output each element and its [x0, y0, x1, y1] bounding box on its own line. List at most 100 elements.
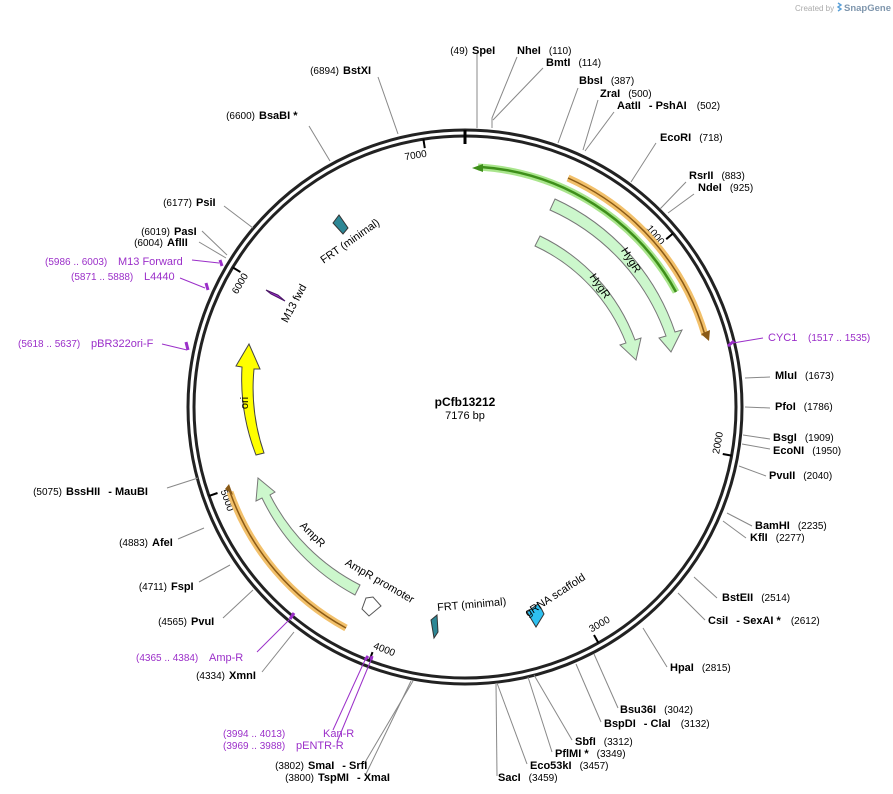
site-position: (3042): [664, 705, 693, 716]
ampr-band-line: [229, 491, 347, 629]
primer-position: (5618 .. 5637): [18, 339, 80, 350]
site-position: (49): [450, 46, 468, 57]
site-label: HpaI(2815): [670, 662, 731, 674]
site-leader-line: [495, 682, 498, 777]
site-label: ZraI(500): [600, 88, 652, 100]
site-label: BmtI(114): [546, 57, 601, 69]
site-position: (5075): [33, 487, 62, 498]
ampr-band-head: [225, 484, 233, 495]
frt-label-bottom: FRT (minimal): [437, 596, 507, 614]
site-lines: [166, 54, 771, 777]
tick-label: 2000: [711, 431, 726, 455]
site-label: (3802)SmaI- SrfI: [275, 760, 367, 772]
site-name: PsiI: [196, 197, 216, 209]
site-name: PasI: [174, 226, 197, 238]
site-position: (4334): [196, 671, 225, 682]
hygr-arrow-outer: [549, 198, 683, 353]
primer-name: CYC1: [768, 332, 797, 344]
site-label: (4883)AfeI: [119, 537, 173, 549]
tick-mark: [208, 492, 218, 497]
m13-label: M13 fwd: [279, 282, 309, 324]
site-name: CsiI: [708, 615, 728, 627]
site-position: (3349): [597, 749, 626, 760]
site-name: AfeI: [152, 537, 173, 549]
site-position: (4565): [158, 617, 187, 628]
tick-mark: [665, 232, 674, 240]
primer-position: (3994 .. 4013): [223, 729, 285, 740]
site-leader-line: [377, 76, 399, 135]
plasmid-length: 7176 bp: [445, 410, 485, 422]
site-label: EcoRI(718): [660, 132, 723, 144]
site-name-extra: - PshAI: [649, 100, 687, 112]
site-name: BsaBI *: [259, 110, 298, 122]
site-name: PfoI: [775, 401, 796, 413]
primer-leader-line: [191, 259, 220, 264]
tick-label: 3000: [587, 614, 612, 635]
site-name: BstXI: [343, 65, 371, 77]
site-name: BamHI: [755, 520, 790, 532]
site-label: CsiI- SexAI *(2612): [708, 615, 820, 627]
site-position: (2815): [702, 663, 731, 674]
site-position: (2277): [776, 533, 805, 544]
site-label: (5075)BssHII- MauBI: [33, 486, 148, 498]
site-name: AatII: [617, 100, 641, 112]
site-leader-line: [677, 592, 706, 621]
site-name: NheI: [517, 45, 541, 57]
site-position: (1909): [805, 433, 834, 444]
site-position: (6894): [310, 66, 339, 77]
frt-arrow-top: [332, 214, 349, 235]
site-leader-line: [492, 67, 544, 121]
site-leader-line: [722, 520, 747, 539]
site-leader-line: [741, 443, 771, 450]
site-name: PflMI *: [555, 748, 589, 760]
site-name: SacI: [498, 772, 521, 784]
site-leader-line: [177, 527, 205, 540]
site-label: SbfI(3312): [575, 736, 633, 748]
site-name: EcoRI: [660, 132, 691, 144]
tick-mark: [232, 266, 241, 273]
primer-position: (3969 .. 3988): [223, 741, 285, 752]
site-label: (6019)PasI: [141, 226, 197, 238]
site-position: (2514): [761, 593, 790, 604]
site-label: BamHI(2235): [755, 520, 827, 532]
site-name: BsgI: [773, 432, 797, 444]
site-position: (114): [578, 58, 601, 69]
site-label: PfoI(1786): [775, 401, 833, 413]
site-name: NdeI: [698, 182, 722, 194]
primer-position: (5871 .. 5888): [71, 272, 133, 283]
site-label: SacI(3459): [498, 772, 558, 784]
site-position: (2612): [791, 616, 820, 627]
site-position: (3802): [275, 761, 304, 772]
created-by-text: Created by: [795, 4, 834, 13]
site-leader-line: [742, 434, 771, 440]
primer-mark: [184, 341, 190, 351]
primer-name: Kan-R: [323, 728, 354, 740]
site-label: Eco53kI(3457): [530, 760, 609, 772]
site-leader-line: [630, 142, 657, 183]
site-name: AflII: [167, 237, 188, 249]
site-name: PvuII: [769, 470, 795, 482]
site-name: RsrII: [689, 170, 713, 182]
site-name: SpeI: [472, 45, 495, 57]
site-leader-line: [584, 111, 615, 152]
ampr-arrow: [255, 477, 361, 596]
site-leader-line: [659, 181, 687, 210]
ori-arrow: [235, 342, 265, 456]
primer-leader-line: [256, 618, 291, 653]
site-name: BstEII: [722, 592, 753, 604]
primer-leader-line: [336, 659, 372, 743]
frt-label-top: FRT (minimal): [318, 217, 382, 267]
site-label: BstEII (2514): [722, 592, 790, 604]
site-leader-line: [527, 676, 553, 753]
snapgene-logo: Created by SnapGene: [795, 2, 891, 14]
site-label: BspDI- ClaI(3132): [604, 718, 710, 730]
site-leader-line: [738, 465, 767, 477]
primer-mark: [218, 259, 224, 267]
primer-mark: [363, 655, 370, 661]
site-leader-line: [726, 512, 753, 527]
grna-arrow: [526, 603, 545, 628]
primer-name: M13 Forward: [118, 256, 183, 268]
site-leader-line: [496, 682, 528, 765]
primer-leader-line: [332, 659, 366, 731]
site-position: (110): [549, 46, 572, 57]
